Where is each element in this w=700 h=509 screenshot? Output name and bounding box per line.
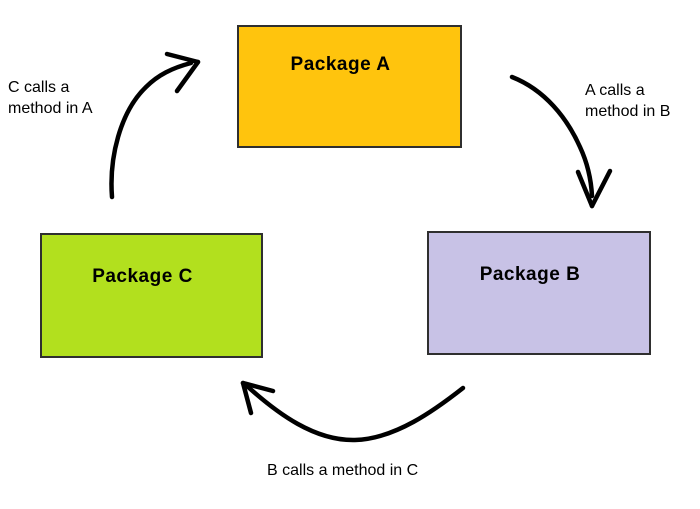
edge-label-c-to-a-line1: C calls a: [8, 79, 70, 96]
edge-label-a-to-b-line1: A calls a: [585, 82, 645, 99]
arrow-c-to-a: [109, 51, 201, 200]
node-package-c-label: Package C: [92, 266, 193, 287]
node-package-b: Package B: [427, 231, 651, 355]
arrow-b-to-c: [240, 380, 466, 443]
edge-label-a-to-b-line2: method in B: [585, 103, 671, 120]
edge-label-a-to-b: A calls a method in B: [585, 80, 670, 122]
node-package-b-label: Package B: [479, 264, 581, 285]
node-package-a-label: Package A: [290, 54, 391, 75]
node-package-c: Package C: [40, 233, 263, 358]
arrow-a-to-b: [509, 74, 613, 209]
node-package-a: Package A: [237, 25, 462, 148]
edge-label-c-to-a-line2: method in A: [8, 100, 93, 117]
edge-label-b-to-c: B calls a method in C: [267, 462, 419, 479]
edge-label-c-to-a: C calls a method in A: [8, 77, 93, 119]
